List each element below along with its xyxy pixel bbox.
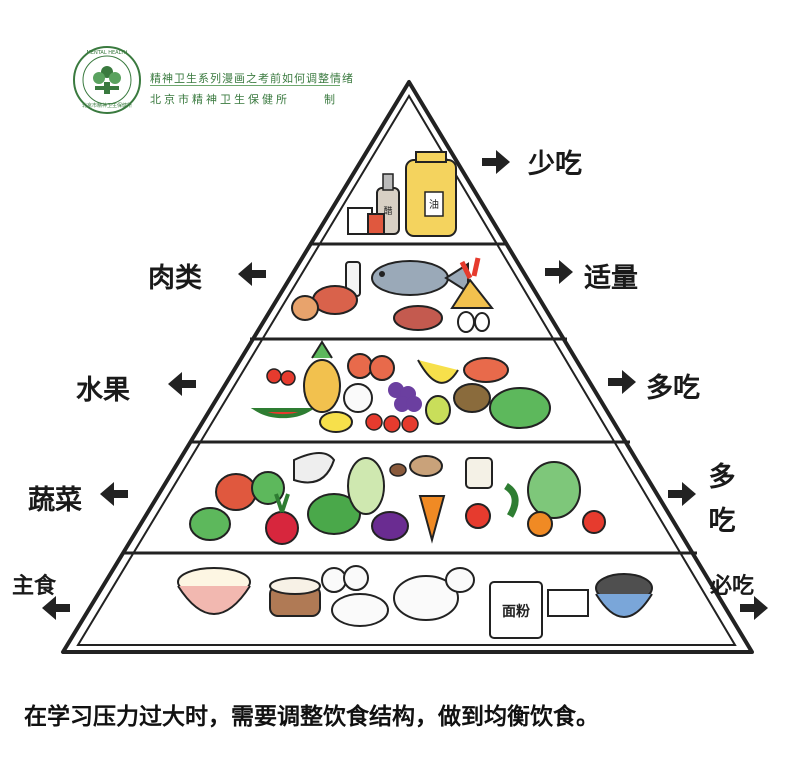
peach-icon <box>347 353 373 379</box>
watermelon-slice-icon <box>250 408 316 419</box>
right-arrow-icon <box>545 260 573 284</box>
lettuce-icon <box>527 461 581 519</box>
label-left-tier5: 主食 <box>12 574 57 599</box>
flour-bag-icon <box>489 581 543 639</box>
vinegar-bottle-tag: 醋 <box>383 205 392 217</box>
label-right-tier2: 适量 <box>584 263 638 294</box>
egg-icon <box>457 311 475 333</box>
lemon-icon <box>319 411 353 433</box>
caption: 在学习压力过大时，需要调整饮食结构，做到均衡饮食。 <box>24 704 599 730</box>
tomato-icon <box>465 503 491 529</box>
header-rule <box>150 85 340 86</box>
right-arrow-icon <box>608 370 636 394</box>
green-pear-icon <box>425 395 451 425</box>
logo: 北京市精神卫生保健所 MENTAL HEALTH <box>73 46 141 114</box>
pear-icon <box>343 383 373 413</box>
right-arrow-icon <box>482 150 510 174</box>
dumpling-icon <box>321 567 347 593</box>
pea-pod-icon <box>307 493 361 535</box>
fish-icon <box>371 260 449 296</box>
cherry-icon <box>266 368 282 384</box>
banana-icon <box>417 359 459 384</box>
oil-jar-tag: 油 <box>429 198 439 211</box>
logo-ring-text: 北京市精神卫生保健所 <box>82 102 132 109</box>
label-right-tier5: 必吃 <box>710 574 755 599</box>
radish-icon <box>265 511 299 545</box>
mushroom-leaf-icon <box>293 452 336 484</box>
right-arrow-icon <box>668 482 696 506</box>
arrows <box>42 150 768 620</box>
steamed-bun-icon <box>331 593 389 627</box>
label-right-tier4: 多吃 <box>708 462 736 537</box>
label-left-tier4: 蔬菜 <box>28 485 82 516</box>
tofu-icon <box>465 457 493 489</box>
burger-icon <box>291 295 319 321</box>
left-arrow-icon <box>168 372 196 396</box>
left-arrow-icon <box>238 262 266 286</box>
header-org: 北京市精神卫生保健所 <box>150 93 290 106</box>
mushroom-icon <box>389 463 407 477</box>
carrot-icon <box>418 495 446 544</box>
chili-icon <box>503 483 519 518</box>
tier-meat <box>291 257 495 333</box>
cabbage-icon <box>189 507 231 541</box>
pumpkin-icon <box>527 511 553 537</box>
flour-bag-label: 面粉 <box>502 603 530 620</box>
green-melon-icon <box>489 387 551 429</box>
pineapple-icon <box>303 359 341 413</box>
potato-icon <box>409 455 443 477</box>
left-arrow-icon <box>42 596 70 620</box>
left-arrow-icon <box>100 482 128 506</box>
bell-pepper-icon <box>215 473 257 511</box>
header-made: 制 <box>324 93 335 106</box>
header-title: 精神卫生系列漫画之考前如何调整情绪 <box>150 72 354 85</box>
pyramid-frame <box>61 80 754 654</box>
right-arrow-icon <box>740 596 768 620</box>
tier-fruit <box>250 340 551 433</box>
cheese-icon <box>450 278 495 309</box>
tier-staples: 面粉 <box>177 565 653 639</box>
tier-condiments: 油 醋 <box>347 151 457 237</box>
noodle-pack-icon <box>547 589 589 617</box>
label-right-tier3: 多吃 <box>646 373 700 404</box>
strawberry-icon <box>365 413 383 431</box>
chicken-leg-icon <box>312 285 358 315</box>
label-left-tier3: 水果 <box>76 375 130 406</box>
label-right-tier1: 少吃 <box>528 149 582 180</box>
sausage-icon <box>393 305 443 331</box>
sauce-box-icon <box>367 213 385 235</box>
tier-vegetables <box>189 452 606 545</box>
logo-en-text: MENTAL HEALTH <box>87 50 128 56</box>
bok-choy-icon <box>347 457 385 515</box>
kiwi-icon <box>453 383 491 413</box>
melon-icon <box>463 357 509 383</box>
shrimp-icon <box>459 257 481 280</box>
label-left-tier2: 肉类 <box>148 263 202 294</box>
eggplant-icon <box>371 511 409 541</box>
